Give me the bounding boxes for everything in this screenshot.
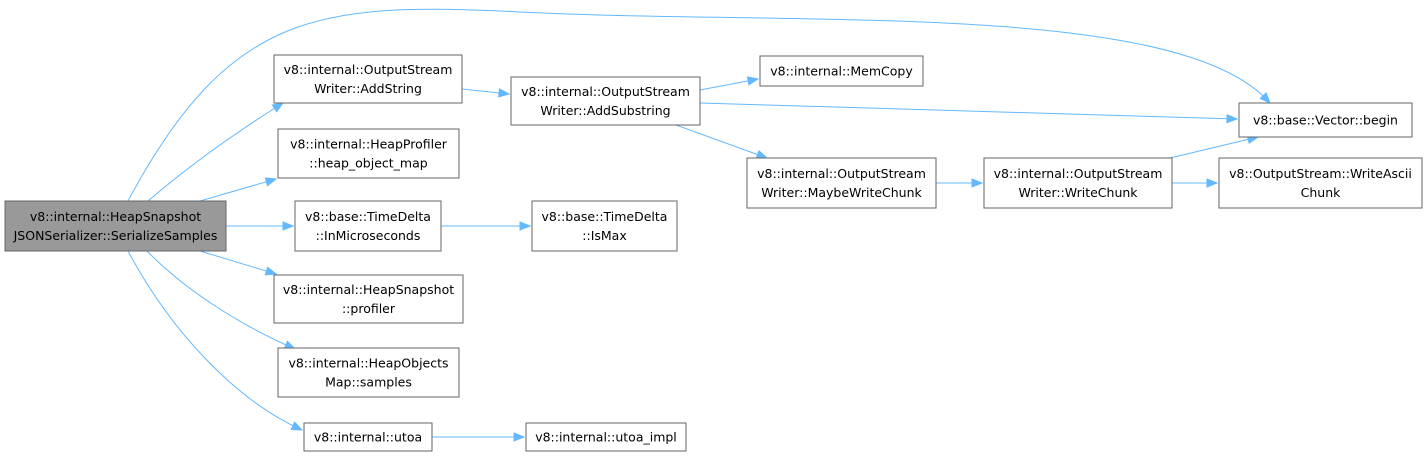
node-label-line: ::IsMax xyxy=(582,228,626,243)
node-label-line: ::profiler xyxy=(342,301,396,316)
node-label-line: Map::samples xyxy=(325,375,412,390)
edge-line xyxy=(147,102,284,202)
edge-inmicroseconds-to-ismax xyxy=(441,221,532,231)
edge-line xyxy=(1169,136,1259,159)
node-box xyxy=(4,200,227,252)
edge-arrowhead xyxy=(519,221,532,231)
edge-arrowhead xyxy=(746,76,760,86)
edge-root-to-utoa xyxy=(127,250,304,431)
edge-writechunk-to-writeasciichunk xyxy=(1172,178,1219,188)
edge-writechunk-to-vector_begin xyxy=(1169,134,1260,159)
edge-line xyxy=(199,178,277,202)
node-label-line: Writer::MaybeWriteChunk xyxy=(761,185,922,200)
node-maybewritechunk[interactable]: v8::internal::OutputStreamWriter::MaybeW… xyxy=(746,157,937,209)
node-ismax[interactable]: v8::base::TimeDelta::IsMax xyxy=(531,200,678,252)
edge-line xyxy=(699,102,1238,120)
edge-arrowhead xyxy=(1206,178,1219,188)
edge-addsubstring-to-maybewritechunk xyxy=(675,124,769,159)
node-addstring[interactable]: v8::internal::OutputStreamWriter::AddStr… xyxy=(273,54,463,104)
edge-root-to-heap_object_map xyxy=(199,177,278,202)
node-box xyxy=(746,157,937,209)
node-box xyxy=(525,422,687,452)
node-box xyxy=(273,274,464,324)
edge-line xyxy=(675,124,768,159)
node-memcopy[interactable]: v8::internal::MemCopy xyxy=(759,55,924,87)
node-label-line: v8::base::TimeDelta xyxy=(305,209,431,224)
node-utoa-impl[interactable]: v8::internal::utoa_impl xyxy=(525,422,687,452)
node-label-line: v8::internal::HeapSnapshot xyxy=(283,282,454,297)
edge-arrowhead xyxy=(264,266,278,276)
node-label-line: v8::internal::OutputStream xyxy=(757,166,926,181)
edge-arrowhead xyxy=(264,177,278,187)
edge-addsubstring-to-memcopy xyxy=(699,76,760,91)
node-label-line: v8::base::TimeDelta xyxy=(542,209,668,224)
node-box xyxy=(1218,157,1423,209)
node-box xyxy=(510,76,701,126)
node-label-line: v8::internal::HeapProfiler xyxy=(290,137,448,152)
node-box xyxy=(273,54,463,104)
node-label-line: Chunk xyxy=(1301,185,1341,200)
edge-root-to-addstring xyxy=(147,102,285,202)
node-addsubstring[interactable]: v8::internal::OutputStreamWriter::AddSub… xyxy=(510,76,701,126)
node-label-line: v8::internal::HeapObjects xyxy=(288,356,448,371)
node-label-line: v8::internal::utoa xyxy=(314,430,422,445)
edge-maybewritechunk-to-writechunk xyxy=(936,178,984,188)
edge-arrowhead xyxy=(1259,92,1271,104)
node-box xyxy=(1238,102,1413,138)
node-profiler[interactable]: v8::internal::HeapSnapshot::profiler xyxy=(273,274,464,324)
node-label-line: v8::base::Vector::begin xyxy=(1253,113,1398,128)
edge-root-to-inmicroseconds xyxy=(226,221,295,231)
node-label-line: v8::internal::OutputStream xyxy=(521,84,690,99)
node-root[interactable]: v8::internal::HeapSnapshotJSONSerializer… xyxy=(4,200,227,252)
edge-line xyxy=(146,250,296,350)
edge-root-to-vector_begin xyxy=(127,8,1271,202)
node-label-line: ::InMicroseconds xyxy=(316,228,421,243)
node-box xyxy=(983,157,1173,209)
node-label-line: v8::internal::OutputStream xyxy=(994,166,1163,181)
node-label-line: Writer::AddString xyxy=(314,81,422,96)
edge-layer xyxy=(127,8,1271,442)
node-label-line: JSONSerializer::SerializeSamples xyxy=(13,228,218,243)
node-label-line: v8::OutputStream::WriteAscii xyxy=(1229,166,1412,181)
node-label-line: ::heap_object_map xyxy=(309,156,427,171)
node-heap-object-map[interactable]: v8::internal::HeapProfiler::heap_object_… xyxy=(277,128,460,179)
node-label-line: v8::internal::HeapSnapshot xyxy=(30,209,201,224)
node-box xyxy=(531,200,678,252)
edge-arrowhead xyxy=(290,421,304,431)
edge-root-to-profiler xyxy=(199,250,278,276)
node-box xyxy=(294,200,442,252)
node-label-line: Writer::WriteChunk xyxy=(1018,185,1138,200)
node-box xyxy=(277,128,460,179)
node-writechunk[interactable]: v8::internal::OutputStreamWriter::WriteC… xyxy=(983,157,1173,209)
edge-arrowhead xyxy=(282,221,295,231)
node-vector-begin[interactable]: v8::base::Vector::begin xyxy=(1238,102,1413,138)
edge-arrowhead xyxy=(498,88,511,98)
edge-arrowhead xyxy=(971,178,984,188)
node-label-line: v8::internal::OutputStream xyxy=(284,62,453,77)
node-box xyxy=(277,347,460,398)
edge-line xyxy=(199,250,277,275)
node-box xyxy=(303,422,433,452)
node-box xyxy=(759,55,924,87)
node-inmicroseconds[interactable]: v8::base::TimeDelta::InMicroseconds xyxy=(294,200,442,252)
edge-arrowhead xyxy=(1226,113,1239,124)
edge-addsubstring-to-vector_begin xyxy=(699,102,1239,124)
edge-line xyxy=(127,8,1271,202)
edge-line xyxy=(127,250,303,431)
edge-root-to-samples xyxy=(146,250,297,350)
node-label-line: v8::internal::MemCopy xyxy=(770,64,913,79)
node-label-line: v8::internal::utoa_impl xyxy=(535,430,677,445)
node-utoa[interactable]: v8::internal::utoa xyxy=(303,422,433,452)
edge-arrowhead xyxy=(271,102,285,113)
edge-arrowhead xyxy=(755,149,769,159)
node-label-line: Writer::AddSubstring xyxy=(540,103,670,118)
edge-utoa-to-utoa_impl xyxy=(432,432,526,442)
edge-addstring-to-addsubstring xyxy=(461,88,511,98)
edge-arrowhead xyxy=(513,432,526,442)
node-layer: v8::internal::HeapSnapshotJSONSerializer… xyxy=(4,54,1423,452)
